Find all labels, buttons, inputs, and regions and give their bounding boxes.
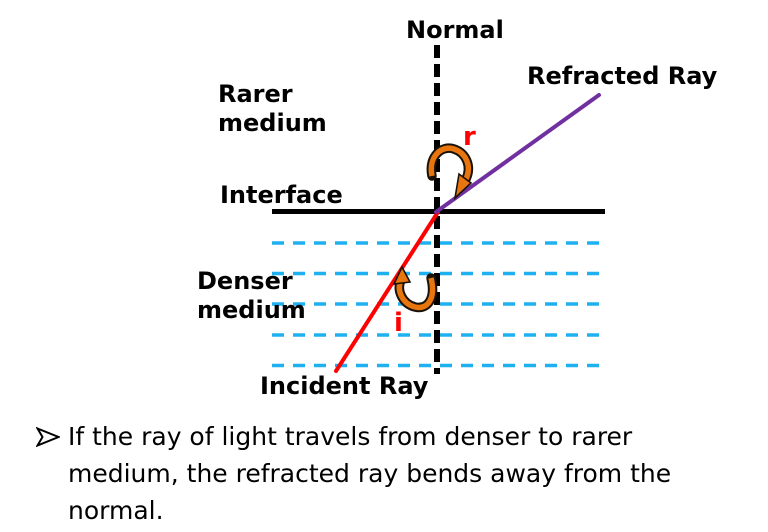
interface-label: Interface [220, 181, 343, 209]
caption-line-1: If the ray of light travels from denser … [68, 422, 633, 451]
normal-label: Normal [406, 16, 504, 44]
incident-ray-label: Incident Ray [260, 372, 429, 400]
incident-ray-line [334, 210, 440, 373]
denser-medium-label-line1: Denser [197, 267, 293, 295]
bullet-arrow-icon [36, 427, 60, 447]
caption-line-3: normal. [68, 496, 164, 525]
rarer-medium-label: Rarer medium [218, 80, 327, 138]
refracted-ray-label: Refracted Ray [527, 62, 718, 90]
refracted-ray-line [434, 93, 601, 214]
denser-medium-label: Denser medium [197, 267, 306, 325]
angle-i-label: i [394, 308, 403, 338]
angle-r-arrow-icon [426, 143, 474, 201]
caption-note: If the ray of light travels from denser … [68, 418, 671, 529]
caption-line-2: medium, the refracted ray bends away fro… [68, 459, 672, 488]
denser-medium-label-line2: medium [197, 296, 306, 324]
rarer-medium-label-line1: Rarer [218, 80, 293, 108]
angle-r-label: r [463, 122, 476, 152]
rarer-medium-label-line2: medium [218, 109, 327, 137]
angle-i-arrow-icon [392, 265, 438, 313]
